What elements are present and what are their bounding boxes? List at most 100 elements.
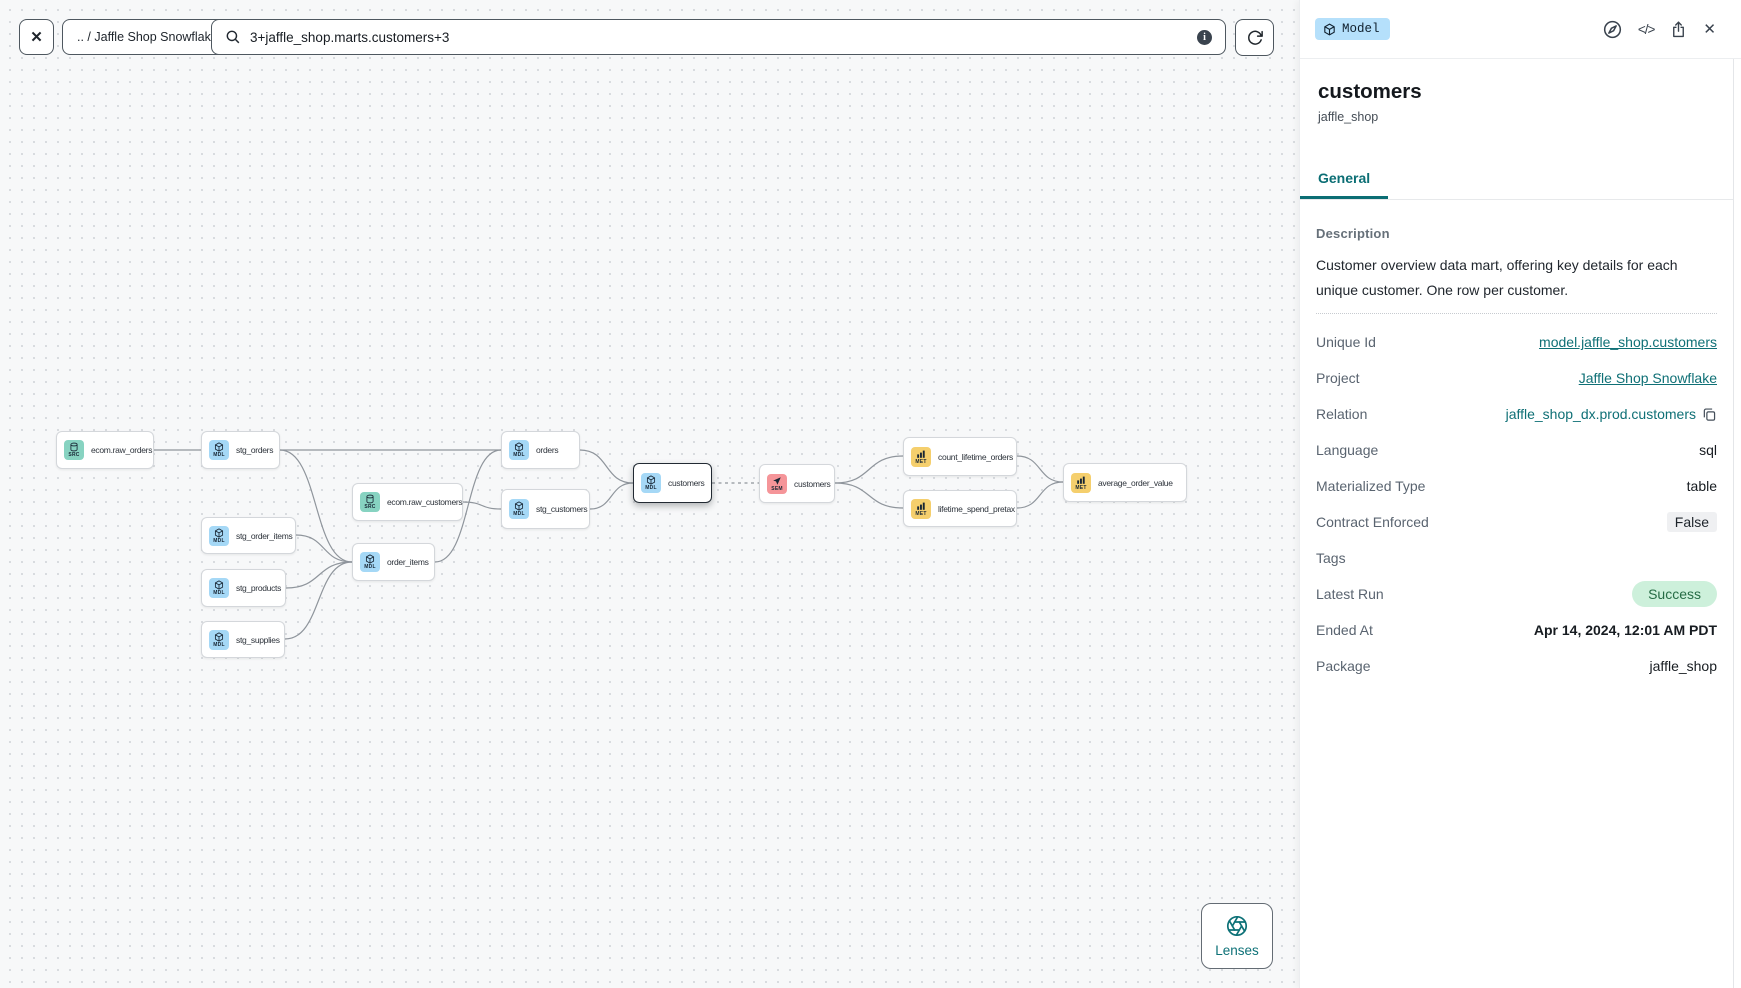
field-label: Unique Id [1316, 334, 1376, 350]
graph-edge [834, 455, 904, 484]
model-icon: MDL [360, 552, 380, 572]
description-label: Description [1316, 226, 1390, 241]
node-label: lifetime_spend_pretax [938, 503, 1015, 514]
field-link[interactable]: Jaffle Shop Snowflake [1578, 370, 1717, 386]
code-icon[interactable]: </> [1637, 21, 1656, 37]
field-label: Project [1316, 370, 1360, 386]
graph-node-ecom-raw-customers[interactable]: SRC ecom.raw_customers [352, 483, 463, 521]
search-input[interactable] [250, 29, 1188, 45]
graph-node-stg-orders[interactable]: MDL stg_orders [201, 431, 280, 469]
metric-icon: MET [911, 446, 931, 467]
node-label: average_order_value [1098, 477, 1173, 488]
graph-node-stg-customers[interactable]: MDL stg_customers [501, 489, 590, 529]
graph-node-order-items[interactable]: MDL order_items [352, 543, 435, 581]
node-label: customers [794, 478, 831, 489]
model-icon: MDL [509, 499, 529, 519]
discovery-compass-icon[interactable] [1602, 19, 1623, 40]
graph-node-count-lifetime-orders[interactable]: MET count_lifetime_orders [903, 437, 1017, 476]
model-icon: MDL [641, 473, 661, 493]
graph-node-ecom-raw-orders[interactable]: SRC ecom.raw_orders [56, 431, 154, 469]
node-label: stg_customers [536, 504, 588, 514]
source-icon: SRC [360, 492, 380, 512]
field-label: Contract Enforced [1316, 514, 1429, 530]
breadcrumb[interactable]: .. / Jaffle Shop Snowflake [62, 19, 233, 55]
graph-edge [285, 561, 353, 589]
field-row-unique-id: Unique Id model.jaffle_shop.customers [1316, 324, 1717, 360]
metric-icon: MET [911, 498, 931, 519]
field-link[interactable]: model.jaffle_shop.customers [1539, 334, 1717, 350]
graph-node-customers[interactable]: SEM customers [759, 464, 835, 503]
graph-edge [462, 501, 502, 510]
panel-tabs: General [1300, 170, 1741, 200]
page-title: customers [1318, 80, 1422, 103]
close-lineage-button[interactable]: ✕ [19, 19, 54, 55]
field-row-project: Project Jaffle Shop Snowflake [1316, 360, 1717, 396]
share-icon[interactable] [1669, 20, 1688, 39]
node-label: stg_orders [236, 445, 274, 455]
lenses-button[interactable]: Lenses [1201, 903, 1273, 969]
field-value-text: sql [1699, 442, 1717, 458]
model-icon: MDL [209, 440, 229, 460]
lenses-label: Lenses [1215, 943, 1259, 958]
panel-header: Model </> ✕ [1300, 0, 1741, 59]
field-label: Ended At [1316, 622, 1373, 638]
contract-badge: False [1666, 512, 1717, 532]
resource-type-badge: Model [1315, 18, 1390, 40]
refresh-button[interactable] [1235, 19, 1274, 56]
model-icon: MDL [209, 578, 229, 598]
tab-general[interactable]: General [1300, 170, 1389, 199]
node-label: stg_supplies [236, 634, 280, 645]
panel-scrollbar[interactable] [1733, 59, 1741, 988]
status-badge: Success [1632, 581, 1717, 607]
info-icon[interactable]: i [1197, 29, 1212, 45]
field-row-relation: Relation jaffle_shop_dx.prod.customers [1316, 396, 1717, 432]
node-label: orders [536, 445, 559, 455]
node-label: ecom.raw_orders [91, 445, 153, 455]
field-value-text: Apr 14, 2024, 12:01 AM PDT [1533, 622, 1717, 638]
divider [1316, 313, 1717, 314]
field-label: Relation [1316, 406, 1368, 422]
package-subtitle: jaffle_shop [1318, 110, 1379, 124]
field-row-materialized-type: Materialized Type table [1316, 468, 1717, 504]
field-row-package: Package jaffle_shop [1316, 648, 1717, 684]
graph-node-customers[interactable]: MDL customers [633, 463, 712, 503]
model-cube-icon [1323, 23, 1336, 36]
graph-node-stg-supplies[interactable]: MDL stg_supplies [201, 621, 285, 658]
node-label: stg_order_items [236, 530, 293, 541]
node-label: stg_products [236, 583, 282, 593]
copy-icon[interactable] [1702, 407, 1717, 422]
field-row-ended-at: Ended At Apr 14, 2024, 12:01 AM PDT [1316, 612, 1717, 648]
field-label: Latest Run [1316, 586, 1384, 602]
graph-node-stg-order-items[interactable]: MDL stg_order_items [201, 517, 296, 554]
field-row-language: Language sql [1316, 432, 1717, 468]
graph-node-average-order-value[interactable]: MET average_order_value [1063, 463, 1187, 502]
field-row-latest-run: Latest Run Success [1316, 576, 1717, 612]
relation-value: jaffle_shop_dx.prod.customers [1505, 406, 1696, 422]
details-panel: Model </> ✕ customers jaffle_shop [1299, 0, 1741, 988]
graph-node-stg-products[interactable]: MDL stg_products [201, 569, 286, 607]
node-label: order_items [387, 557, 429, 567]
graph-edge [295, 534, 353, 563]
search-icon [225, 29, 241, 45]
field-label: Language [1316, 442, 1379, 458]
search-box[interactable]: i [211, 19, 1226, 55]
semantic-model-icon: SEM [767, 473, 787, 494]
model-icon: MDL [209, 629, 229, 650]
graph-node-lifetime-spend-pretax[interactable]: MET lifetime_spend_pretax [903, 490, 1017, 527]
graph-node-orders[interactable]: MDL orders [501, 431, 580, 469]
graph-edge [1016, 455, 1064, 483]
field-row-tags: Tags [1316, 540, 1717, 576]
lenses-aperture-icon [1225, 914, 1249, 938]
graph-edge [284, 561, 353, 640]
node-label: customers [668, 478, 705, 488]
field-value-text: table [1686, 478, 1717, 494]
graph-edge [1016, 481, 1064, 509]
field-label: Materialized Type [1316, 478, 1426, 494]
field-value-text: jaffle_shop [1649, 658, 1717, 674]
field-label: Tags [1316, 550, 1346, 566]
graph-edge [589, 482, 634, 510]
graph-edge [834, 482, 904, 509]
field-row-contract-enforced: Contract Enforced False [1316, 504, 1717, 540]
source-icon: SRC [64, 440, 84, 460]
close-panel-icon[interactable]: ✕ [1703, 21, 1716, 38]
